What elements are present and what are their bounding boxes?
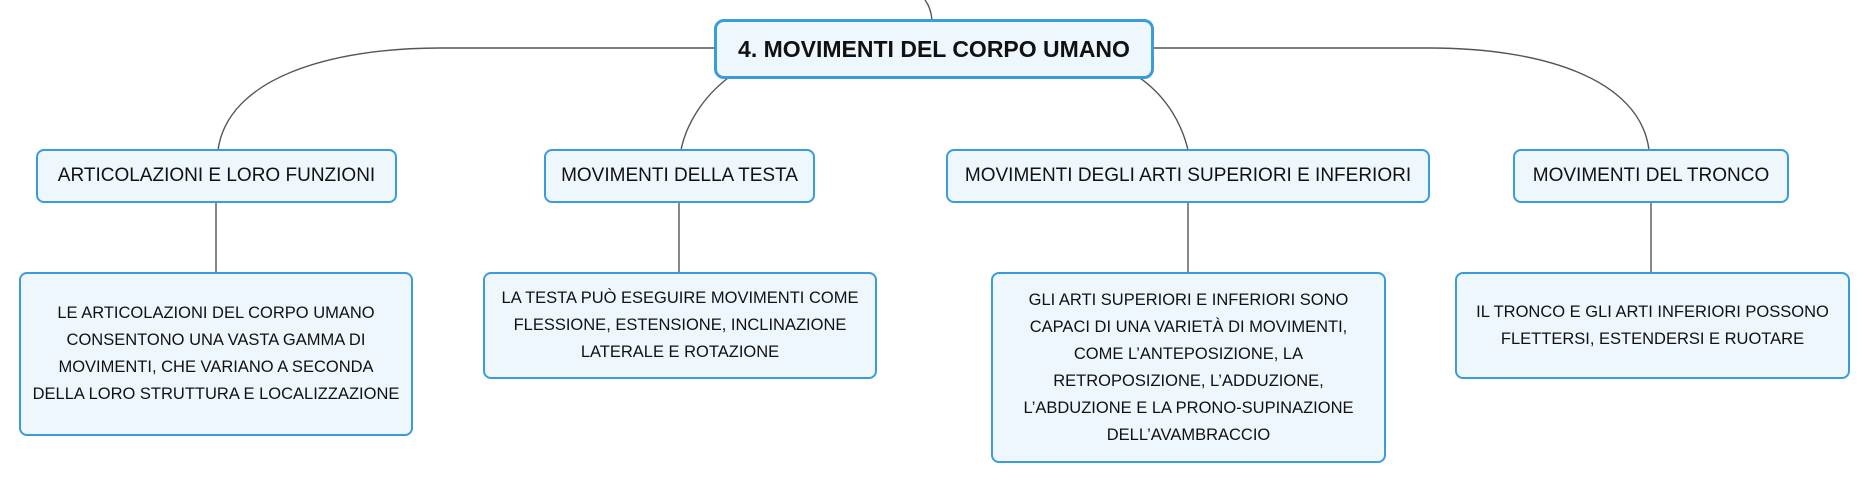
topic-label: MOVIMENTI DELLA TESTA (561, 165, 798, 186)
connector-root-to-topic-3 (1139, 77, 1189, 151)
topic-movimenti-tronco[interactable]: MOVIMENTI DEL TRONCO (1513, 149, 1789, 203)
topic-movimenti-arti[interactable]: MOVIMENTI DEGLI ARTI SUPERIORI E INFERIO… (946, 149, 1430, 203)
topic-movimenti-testa[interactable]: MOVIMENTI DELLA TESTA (544, 149, 815, 203)
topic-label: MOVIMENTI DEL TRONCO (1532, 165, 1770, 186)
connector-root-to-topic-1 (217, 47, 716, 151)
detail-text: LE ARTICOLAZIONI DEL CORPO UMANO CONSENT… (32, 304, 400, 403)
detail-movimenti-testa[interactable]: LA TESTA PUÒ ESEGUIRE MOVIMENTI COME FLE… (483, 272, 877, 379)
detail-text: GLI ARTI SUPERIORI E INFERIORI SONO CAPA… (1023, 290, 1354, 444)
central-topic-label: 4. MOVIMENTI DEL CORPO UMANO (738, 35, 1130, 62)
connector-parent-to-root (924, 0, 933, 21)
detail-articolazioni[interactable]: LE ARTICOLAZIONI DEL CORPO UMANO CONSENT… (19, 272, 413, 436)
connector-root-to-topic-4 (1152, 47, 1650, 151)
central-topic[interactable]: 4. MOVIMENTI DEL CORPO UMANO (714, 19, 1154, 79)
detail-text: IL TRONCO E GLI ARTI INFERIORI POSSONO F… (1476, 302, 1829, 348)
detail-text: LA TESTA PUÒ ESEGUIRE MOVIMENTI COME FLE… (501, 289, 859, 361)
connector-root-to-topic-2 (680, 77, 729, 151)
topic-label: ARTICOLAZIONI E LORO FUNZIONI (57, 165, 376, 186)
detail-movimenti-arti[interactable]: GLI ARTI SUPERIORI E INFERIORI SONO CAPA… (991, 272, 1386, 463)
topic-label: MOVIMENTI DEGLI ARTI SUPERIORI E INFERIO… (964, 165, 1412, 186)
topic-articolazioni[interactable]: ARTICOLAZIONI E LORO FUNZIONI (36, 149, 397, 203)
detail-movimenti-tronco[interactable]: IL TRONCO E GLI ARTI INFERIORI POSSONO F… (1455, 272, 1850, 379)
